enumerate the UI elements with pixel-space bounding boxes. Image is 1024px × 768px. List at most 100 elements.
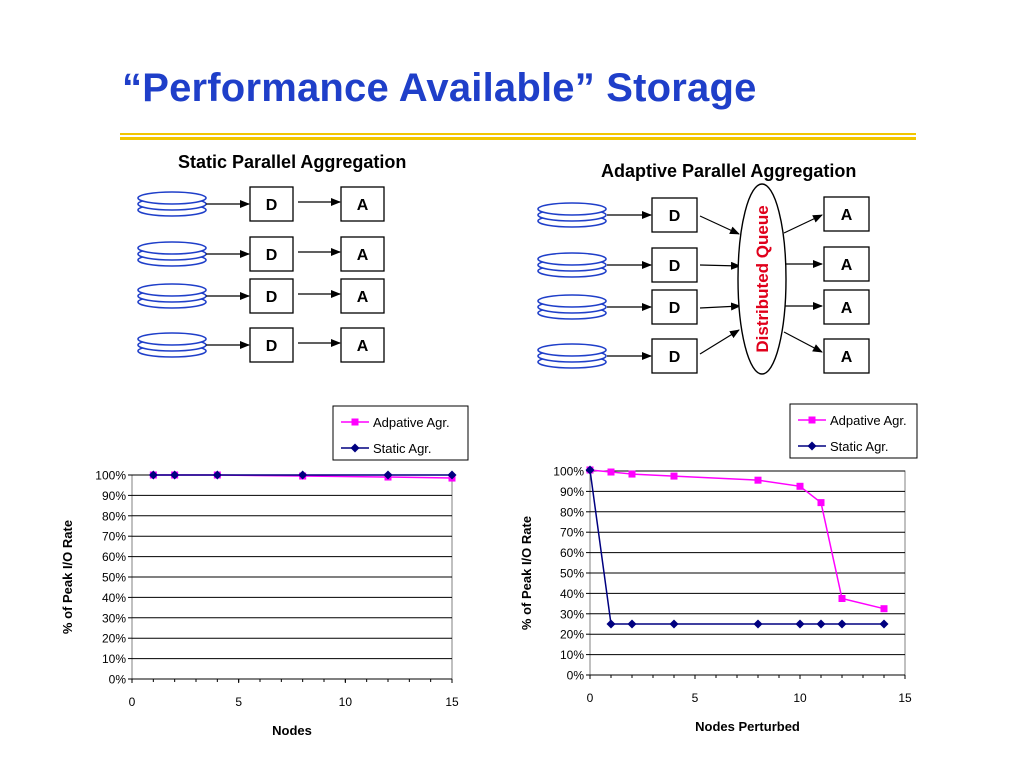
legend-box bbox=[332, 405, 469, 461]
disk-stack-icon bbox=[137, 283, 207, 309]
disk-platter-icon bbox=[537, 355, 607, 369]
y-tick-label: 100% bbox=[95, 469, 126, 483]
legend-marker bbox=[351, 418, 359, 426]
d-node-box bbox=[249, 236, 294, 272]
d-node-label: D bbox=[669, 349, 681, 366]
data-point-adaptive bbox=[817, 499, 825, 507]
data-point-adaptive bbox=[628, 470, 636, 478]
d-node-label: D bbox=[669, 300, 681, 317]
a-node-label: A bbox=[357, 197, 369, 214]
y-tick-label: 60% bbox=[560, 546, 584, 560]
a-node-box bbox=[823, 338, 870, 374]
d-node-label: D bbox=[266, 289, 278, 306]
data-point-static bbox=[669, 619, 679, 629]
disk-platter-icon bbox=[537, 264, 607, 278]
series-line-adaptive bbox=[153, 474, 453, 479]
y-tick-label: 80% bbox=[102, 509, 126, 523]
plot-area bbox=[131, 474, 453, 680]
x-axis-title: Nodes Perturbed bbox=[695, 719, 800, 734]
a-node-box bbox=[340, 278, 385, 314]
a-node-box bbox=[340, 327, 385, 363]
disk-platter-icon bbox=[537, 252, 607, 266]
data-point-static bbox=[606, 619, 616, 629]
data-point-static bbox=[585, 465, 595, 475]
legend-label: Adpative Agr. bbox=[373, 415, 450, 430]
y-tick-label: 20% bbox=[102, 632, 126, 646]
disk-platter-icon bbox=[537, 258, 607, 272]
distributed-queue bbox=[737, 183, 787, 375]
title-rule-bottom bbox=[120, 137, 916, 140]
data-point-adaptive bbox=[299, 472, 307, 480]
disk-stack-icon bbox=[137, 332, 207, 358]
disk-platter-icon bbox=[537, 214, 607, 228]
a-node-box bbox=[823, 246, 870, 282]
y-tick-label: 50% bbox=[102, 571, 126, 585]
arrow-d-to-queue bbox=[699, 329, 740, 355]
a-node-label: A bbox=[841, 207, 853, 224]
d-node-box bbox=[651, 289, 698, 325]
disk-platter-icon bbox=[137, 253, 207, 267]
x-tick-label: 15 bbox=[898, 691, 912, 705]
data-point-static bbox=[795, 619, 805, 629]
disk-platter-icon bbox=[537, 208, 607, 222]
disk-platter-icon bbox=[537, 349, 607, 363]
d-node-label: D bbox=[669, 258, 681, 275]
y-tick-label: 70% bbox=[560, 526, 584, 540]
x-tick-label: 15 bbox=[445, 695, 459, 709]
y-axis-title: % of Peak I/O Rate bbox=[519, 516, 534, 630]
data-point-adaptive bbox=[838, 595, 846, 602]
d-node-label: D bbox=[266, 247, 278, 264]
a-node-label: A bbox=[357, 247, 369, 264]
data-point-adaptive bbox=[586, 466, 594, 474]
disk-platter-icon bbox=[537, 300, 607, 314]
legend-label: Static Agr. bbox=[830, 439, 889, 454]
x-axis-title: Nodes bbox=[272, 723, 312, 738]
arrow-d-to-queue bbox=[699, 302, 741, 311]
x-tick-label: 5 bbox=[692, 691, 699, 705]
disk-platter-icon bbox=[537, 294, 607, 308]
data-point-adaptive bbox=[213, 471, 221, 479]
y-tick-label: 80% bbox=[560, 505, 584, 519]
disk-platter-icon bbox=[137, 289, 207, 303]
y-tick-label: 0% bbox=[109, 673, 127, 687]
slide-title: “Performance Available” Storage bbox=[122, 66, 757, 110]
data-point-adaptive bbox=[384, 473, 392, 481]
d-node-box bbox=[249, 186, 294, 222]
disk-stack-icon bbox=[137, 241, 207, 267]
legend-label: Static Agr. bbox=[373, 441, 432, 456]
data-point-static bbox=[447, 470, 457, 480]
d-node-box bbox=[651, 338, 698, 374]
disk-platter-icon bbox=[537, 202, 607, 216]
y-tick-label: 60% bbox=[102, 550, 126, 564]
disk-platter-icon bbox=[137, 203, 207, 217]
arrow-queue-to-a bbox=[783, 331, 823, 353]
arrow-queue-to-a bbox=[783, 214, 823, 234]
disk-platter-icon bbox=[137, 344, 207, 358]
plot-area bbox=[589, 470, 906, 676]
disk-stack-icon bbox=[537, 294, 607, 320]
disk-stack-icon bbox=[137, 191, 207, 217]
data-point-adaptive bbox=[171, 471, 179, 479]
a-node-label: A bbox=[841, 257, 853, 274]
data-point-adaptive bbox=[880, 605, 888, 613]
y-axis-title: % of Peak I/O Rate bbox=[60, 520, 75, 634]
data-point-adaptive bbox=[607, 468, 615, 476]
y-tick-label: 40% bbox=[102, 591, 126, 605]
legend-marker bbox=[807, 441, 817, 451]
y-tick-label: 10% bbox=[102, 652, 126, 666]
disk-stack-icon bbox=[537, 343, 607, 369]
d-node-label: D bbox=[266, 338, 278, 355]
data-point-static bbox=[837, 619, 847, 629]
d-node-label: D bbox=[266, 197, 278, 214]
x-tick-label: 10 bbox=[339, 695, 353, 709]
d-node-label: D bbox=[669, 208, 681, 225]
y-tick-label: 10% bbox=[560, 648, 584, 662]
distributed-queue-label: Distributed Queue bbox=[753, 205, 772, 352]
data-point-static bbox=[212, 470, 222, 480]
d-node-box bbox=[249, 278, 294, 314]
y-tick-label: 50% bbox=[560, 567, 584, 581]
x-tick-label: 10 bbox=[793, 691, 807, 705]
data-point-static bbox=[816, 619, 826, 629]
d-node-box bbox=[249, 327, 294, 363]
